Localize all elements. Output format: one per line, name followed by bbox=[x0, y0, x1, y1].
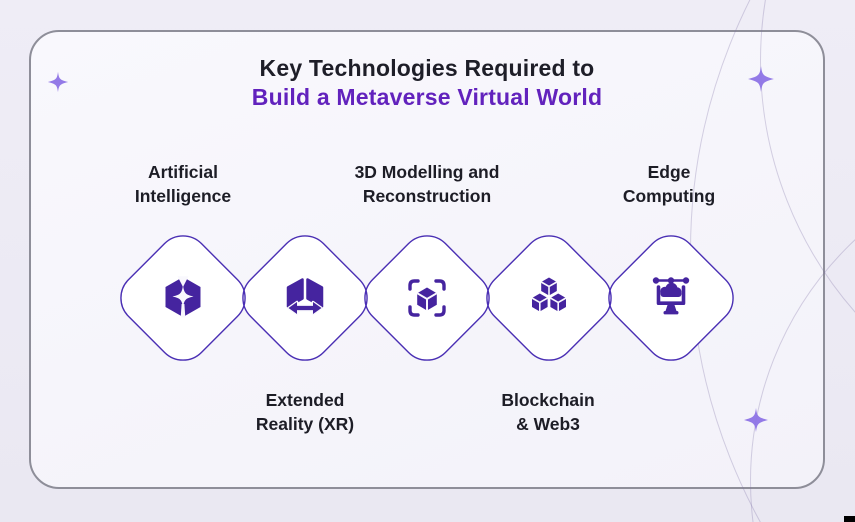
xr-open-cube-arrow-icon bbox=[281, 274, 329, 322]
page-title: Key Technologies Required to Build a Met… bbox=[29, 54, 825, 112]
diamond-row bbox=[120, 235, 734, 361]
label-artificial-intelligence: Artificial Intelligence bbox=[134, 162, 232, 206]
label-edge-computing: Edge Computing bbox=[622, 162, 716, 206]
scan-cube-icon bbox=[403, 274, 451, 322]
edge-computing-monitor-cloud-icon bbox=[647, 274, 695, 322]
sparkle-star-icon bbox=[743, 407, 769, 438]
label-blockchain-web3: Blockchain & Web3 bbox=[501, 390, 595, 434]
ai-cube-star-icon bbox=[159, 274, 207, 322]
blockchain-cubes-icon bbox=[525, 274, 573, 322]
label-extended-reality: Extended Reality (XR) bbox=[255, 390, 355, 434]
label-3d-modelling: 3D Modelling and Reconstruction bbox=[354, 162, 500, 206]
title-line-purple: Build a Metaverse Virtual World bbox=[251, 84, 603, 110]
screen-corner-mark bbox=[844, 516, 855, 522]
title-line-dark: Key Technologies Required to bbox=[259, 55, 595, 81]
